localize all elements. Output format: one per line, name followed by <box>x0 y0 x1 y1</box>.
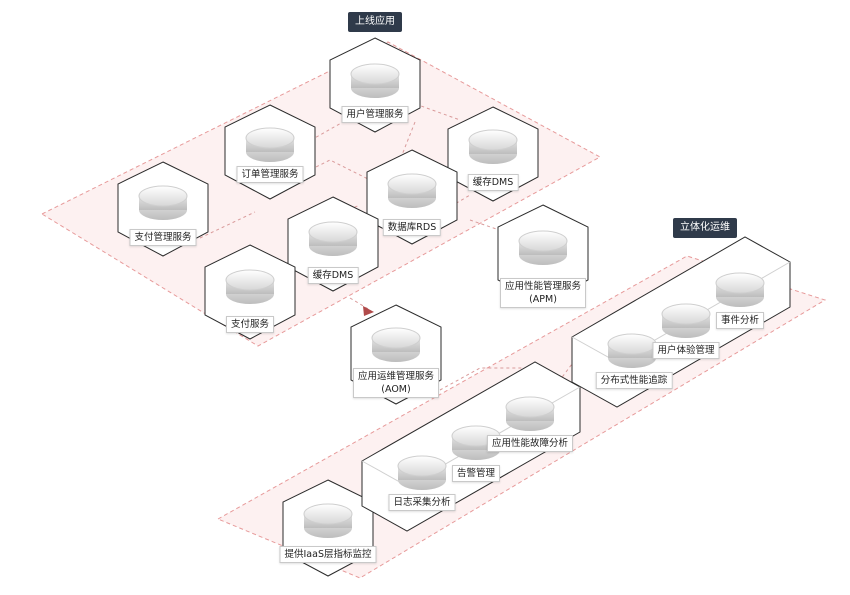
aom-arrow-head <box>363 306 374 316</box>
label-cache-top: 缓存DMS <box>467 174 519 191</box>
label-apm: 应用性能管理服务 (APM) <box>499 278 587 308</box>
label-log-analysis: 日志采集分析 <box>388 494 456 511</box>
ops-box-upper <box>571 236 791 408</box>
label-event-analysis: 事件分析 <box>715 312 765 329</box>
online-apps-badge: 上线应用 <box>348 12 402 32</box>
label-ux-mgmt: 用户体验管理 <box>652 342 720 359</box>
label-iaas-monitor: 提供IaaS层指标监控 <box>279 546 377 563</box>
label-tracing: 分布式性能追踪 <box>595 372 673 389</box>
label-aom: 应用运维管理服务 (AOM) <box>352 368 440 398</box>
label-rds: 数据库RDS <box>382 219 442 236</box>
online-apps-platform <box>40 41 602 347</box>
node-pay-service <box>204 244 296 340</box>
label-fault-analysis: 应用性能故障分析 <box>486 435 574 452</box>
label-aom-line2: (AOM) <box>381 384 411 395</box>
label-user-service: 用户管理服务 <box>341 106 409 123</box>
label-pay-mgmt: 支付管理服务 <box>129 229 197 246</box>
label-order-service: 订单管理服务 <box>236 166 304 183</box>
ops-badge: 立体化运维 <box>673 218 737 238</box>
label-pay-service: 支付服务 <box>225 316 275 333</box>
label-alarm: 告警管理 <box>451 465 501 482</box>
label-apm-line1: 应用性能管理服务 <box>504 281 582 292</box>
label-aom-line1: 应用运维管理服务 <box>357 371 435 382</box>
label-cache-mid: 缓存DMS <box>307 267 359 284</box>
label-apm-line2: (APM) <box>529 294 557 305</box>
